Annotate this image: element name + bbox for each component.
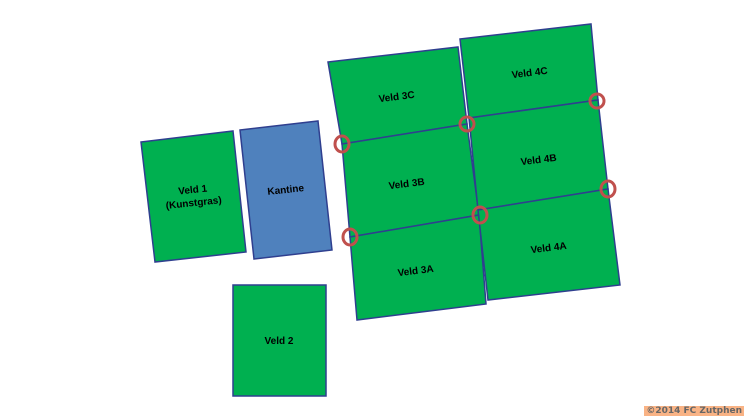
kantine-building[interactable] (239, 120, 333, 260)
label-veld-4b: Veld 4B (520, 153, 557, 168)
marker-ring-icon (333, 134, 351, 154)
marker-ring-icon (471, 205, 489, 225)
label-kantine: Kantine (267, 183, 305, 198)
field-veld-4a[interactable] (477, 188, 621, 301)
marker-ring-icon (588, 92, 606, 110)
field-veld-2[interactable] (232, 284, 327, 397)
marker-ring-icon (458, 115, 476, 133)
marker-ring-icon (599, 179, 617, 199)
label-veld-3b: Veld 3B (388, 177, 425, 192)
copyright-notice: ©2014 FC Zutphen (644, 406, 744, 416)
field-veld-1[interactable] (140, 130, 247, 263)
label-veld-1: Veld 1 (178, 183, 208, 197)
label-veld-4c: Veld 4C (511, 66, 548, 81)
label-veld-3a: Veld 3A (397, 264, 434, 279)
label-veld-3c: Veld 3C (378, 90, 415, 105)
label-veld-2: Veld 2 (265, 336, 294, 347)
field-veld-3a[interactable] (349, 214, 487, 321)
label-veld-4a: Veld 4A (530, 241, 567, 256)
marker-ring-icon (341, 227, 359, 247)
